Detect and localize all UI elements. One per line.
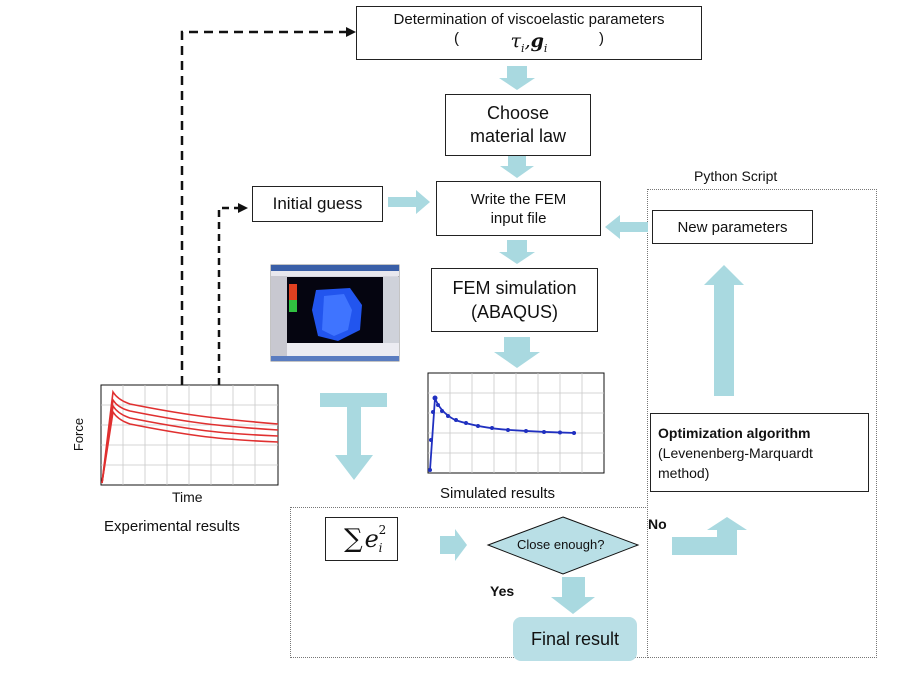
initial-guess-label: Initial guess (272, 194, 363, 213)
arrow-decision-to-final (551, 577, 595, 614)
decision-label: Close enough? (517, 537, 605, 552)
g-sub: i (543, 41, 548, 55)
decision-diamond (486, 516, 640, 575)
exp-curve-2 (101, 397, 279, 484)
tau-symbol: τ (510, 30, 522, 53)
fem-line2: (ABAQUS) (470, 302, 558, 322)
initial-guess-box: Initial guess (252, 186, 383, 222)
viscoelastic-params-symbols: ( τi,gi ) (454, 30, 604, 55)
fem-screenshot (270, 264, 400, 362)
sum-sub: i (378, 541, 383, 555)
sum-sign: ∑ (344, 524, 363, 554)
optimization-box: Optimization algorithm (Levenenberg-Marq… (650, 413, 869, 492)
simulated-chart (427, 372, 605, 474)
optim-title: Optimization algorithm (658, 424, 811, 441)
dashed-arrow-to-guess (217, 206, 240, 385)
python-script-label: Python Script (694, 168, 778, 184)
arrow-fem-to-sim (494, 337, 540, 368)
g-symbol: g (530, 30, 544, 53)
sum-e: e (364, 525, 379, 553)
experimental-chart (100, 384, 279, 486)
sum-sup: 2 (378, 523, 387, 537)
new-parameters-label: New parameters (677, 218, 788, 236)
final-result-label: Final result (530, 628, 620, 649)
arrow-guess-to-write (388, 190, 430, 214)
final-result-box: Final result (513, 617, 637, 661)
write-line2: input file (490, 209, 547, 227)
viscoelastic-params-label: Determination of viscoelastic parameters (393, 11, 665, 29)
write-fem-input-box: Write the FEM input file (436, 181, 601, 236)
exp-curve-1 (101, 389, 279, 484)
sum-term: e 2 i (364, 523, 387, 555)
python-script-region (647, 189, 877, 658)
choose-material-law-box: Choose material law (445, 94, 591, 156)
dashed-arrowhead-top (346, 27, 356, 37)
no-label: No (648, 516, 667, 532)
exp-ylabel: Force (71, 417, 87, 452)
arrow-write-to-fem (499, 240, 535, 264)
write-line1: Write the FEM (470, 190, 567, 208)
arrow-optim-to-new (704, 265, 744, 396)
fem-line1: FEM simulation (452, 278, 577, 298)
exp-curve-4 (101, 409, 279, 484)
close-paren: ) (598, 30, 604, 48)
arrow-top-to-choose (499, 66, 535, 90)
fem-simulation-box: FEM simulation (ABAQUS) (431, 268, 598, 332)
choose-line2: material law (469, 126, 567, 146)
arrow-no-to-optim (672, 517, 747, 555)
params-math: τi,gi (511, 30, 548, 55)
open-paren: ( (454, 30, 459, 48)
optim-line2: (Levenenberg-Marquardt (658, 444, 813, 461)
new-parameters-box: New parameters (652, 210, 813, 244)
optim-line3: method) (658, 464, 710, 481)
evaluation-region (290, 507, 648, 658)
viscoelastic-params-box: Determination of viscoelastic parameters… (356, 6, 702, 60)
comma: , (524, 30, 531, 53)
dashed-arrow-to-top (180, 30, 348, 385)
arrow-choose-to-write (500, 156, 534, 178)
tau-sub: i (521, 41, 525, 55)
dashed-arrowhead-guess (238, 203, 248, 213)
arrow-t-shape (320, 393, 387, 480)
yes-label: Yes (490, 583, 515, 599)
choose-line1: Choose (486, 103, 550, 123)
sim-caption: Simulated results (440, 485, 556, 502)
sum-squared-errors-box: ∑ e 2 i (325, 517, 398, 561)
exp-curve-3 (101, 403, 279, 484)
exp-caption: Experimental results (104, 518, 240, 535)
arrow-new-to-write (605, 215, 648, 239)
arrow-sum-to-decision (440, 529, 467, 561)
exp-xlabel: Time (172, 489, 203, 505)
